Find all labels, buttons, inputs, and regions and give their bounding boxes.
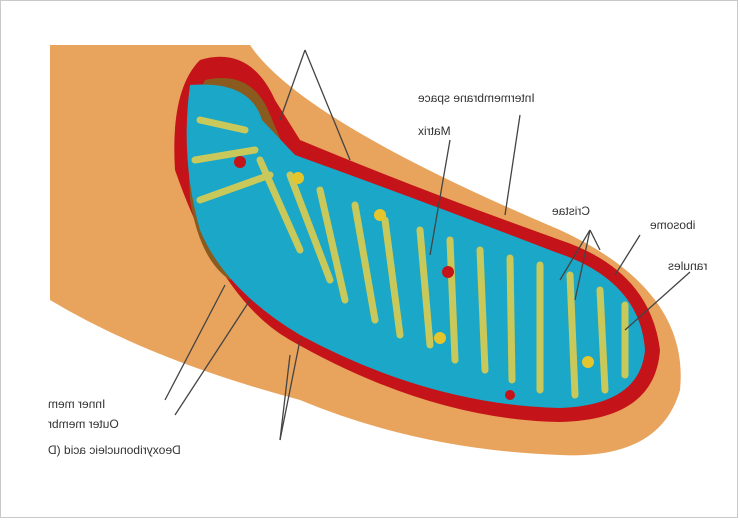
label-inner-membrane: Inner mem xyxy=(48,397,105,411)
label-intermembrane-space: Intermembrane space xyxy=(418,91,535,105)
label-cristae: Cristae xyxy=(552,204,590,218)
label-dna: Deoxyribonucleic acid (D xyxy=(48,443,181,457)
label-granules: ranules xyxy=(668,259,707,273)
label-outer-membrane: Outer membr xyxy=(48,417,119,431)
label-ribosome: ibosome xyxy=(650,218,695,232)
label-matrix: Matrix xyxy=(418,124,451,138)
